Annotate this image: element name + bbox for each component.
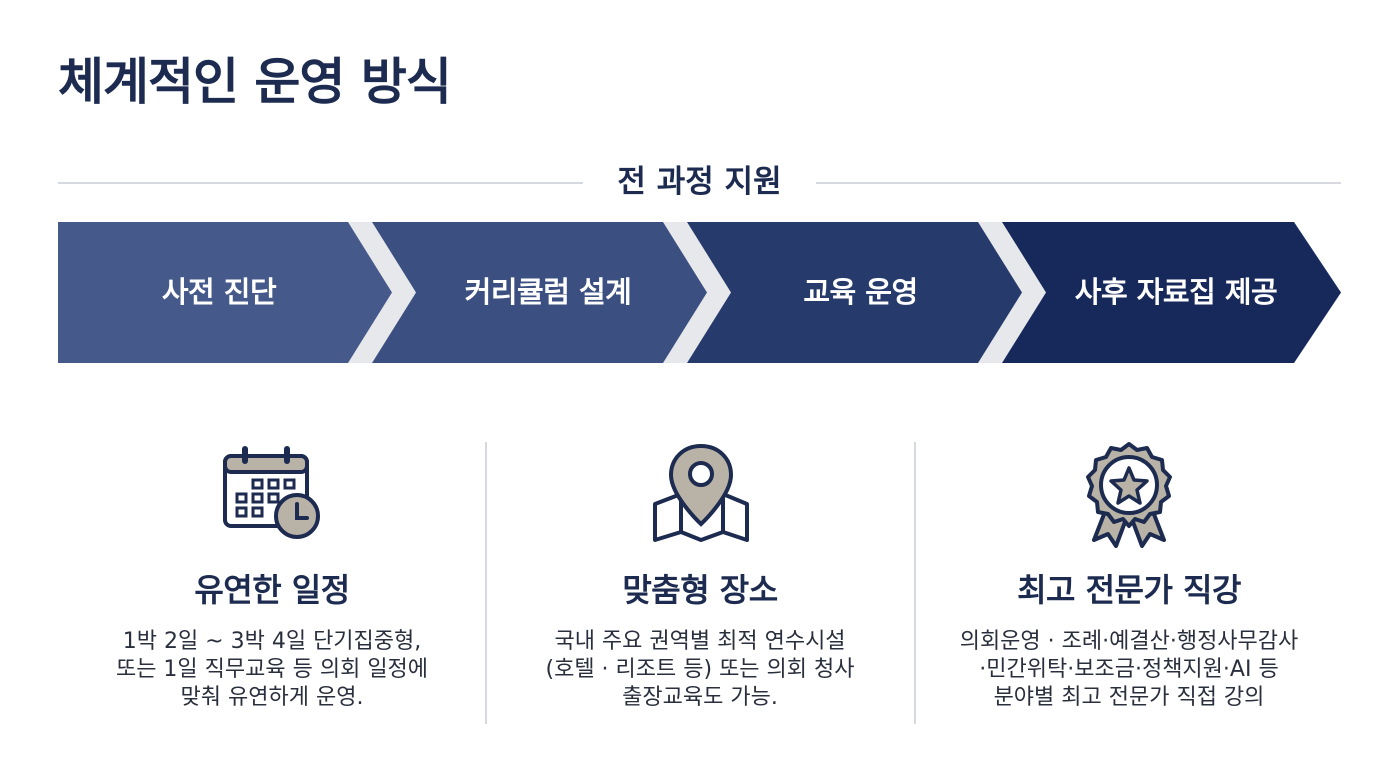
chevron-separator <box>348 222 416 363</box>
support-rule-left <box>58 182 583 184</box>
feature-desc-line: 의회운영 · 조례·예결산·행정사무감사 <box>959 629 1299 654</box>
process-step-materials: 사후 자료집 제공 <box>1074 275 1278 309</box>
process-flow: 사전 진단 커리큘럼 설계 교육 운영 사후 자료집 제공 <box>58 222 1341 363</box>
process-step-curriculum: 커리큘럼 설계 <box>464 275 632 309</box>
map-pin-icon <box>653 443 749 542</box>
process-step-4-shape <box>1002 222 1341 363</box>
feature-title: 맞춤형 장소 <box>622 571 778 609</box>
support-label: 전 과정 지원 <box>617 164 782 200</box>
feature-flexible-schedule: 유연한 일정 1박 2일 ~ 3박 4일 단기집중형, 또는 1일 직무교육 등… <box>58 440 486 712</box>
award-badge-icon <box>1086 442 1172 548</box>
feature-custom-venue: 맞춤형 장소 국내 주요 권역별 최적 연수시설 (호텔 · 리조트 등) 또는… <box>486 440 914 712</box>
feature-desc-line: 1박 2일 ~ 3박 4일 단기집중형, <box>122 629 422 654</box>
feature-title: 최고 전문가 직강 <box>1017 571 1241 609</box>
chevron-separator <box>978 222 1046 363</box>
feature-desc-line: 맞춰 유연하게 운영. <box>180 685 364 710</box>
feature-desc-line: 분야별 최고 전문가 직접 강의 <box>993 685 1265 710</box>
process-step-operation: 교육 운영 <box>803 275 918 309</box>
column-divider <box>485 442 487 724</box>
page-title: 체계적인 운영 방식 <box>58 53 452 111</box>
feature-description: 1박 2일 ~ 3박 4일 단기집중형, 또는 1일 직무교육 등 의회 일정에… <box>58 628 486 712</box>
process-step-1-shape <box>58 222 392 363</box>
feature-desc-line: ·민간위탁·보조금·정책지원·AI 등 <box>979 657 1279 682</box>
process-arrows <box>58 222 1341 363</box>
feature-desc-line: 또는 1일 직무교육 등 의회 일정에 <box>115 657 429 682</box>
feature-description: 국내 주요 권역별 최적 연수시설 (호텔 · 리조트 등) 또는 의회 청사 … <box>486 628 914 712</box>
feature-description: 의회운영 · 조례·예결산·행정사무감사 ·민간위탁·보조금·정책지원·AI 등… <box>915 628 1343 712</box>
feature-expert-lecture: 최고 전문가 직강 의회운영 · 조례·예결산·행정사무감사 ·민간위탁·보조금… <box>915 440 1343 712</box>
feature-title: 유연한 일정 <box>194 571 350 609</box>
feature-desc-line: 출장교육도 가능. <box>622 685 778 710</box>
feature-desc-line: 국내 주요 권역별 최적 연수시설 <box>554 629 846 654</box>
support-rule-right <box>816 182 1341 184</box>
process-step-sa-jeon-jin-dan: 사전 진단 <box>161 275 277 309</box>
feature-desc-line: (호텔 · 리조트 등) 또는 의회 청사 <box>545 657 855 682</box>
process-step-2-shape <box>372 222 707 363</box>
chevron-separator <box>663 222 731 363</box>
process-step-3-shape <box>687 222 1022 363</box>
support-header: 전 과정 지원 <box>58 160 1341 204</box>
column-divider <box>914 442 916 724</box>
calendar-clock-icon <box>223 446 320 539</box>
